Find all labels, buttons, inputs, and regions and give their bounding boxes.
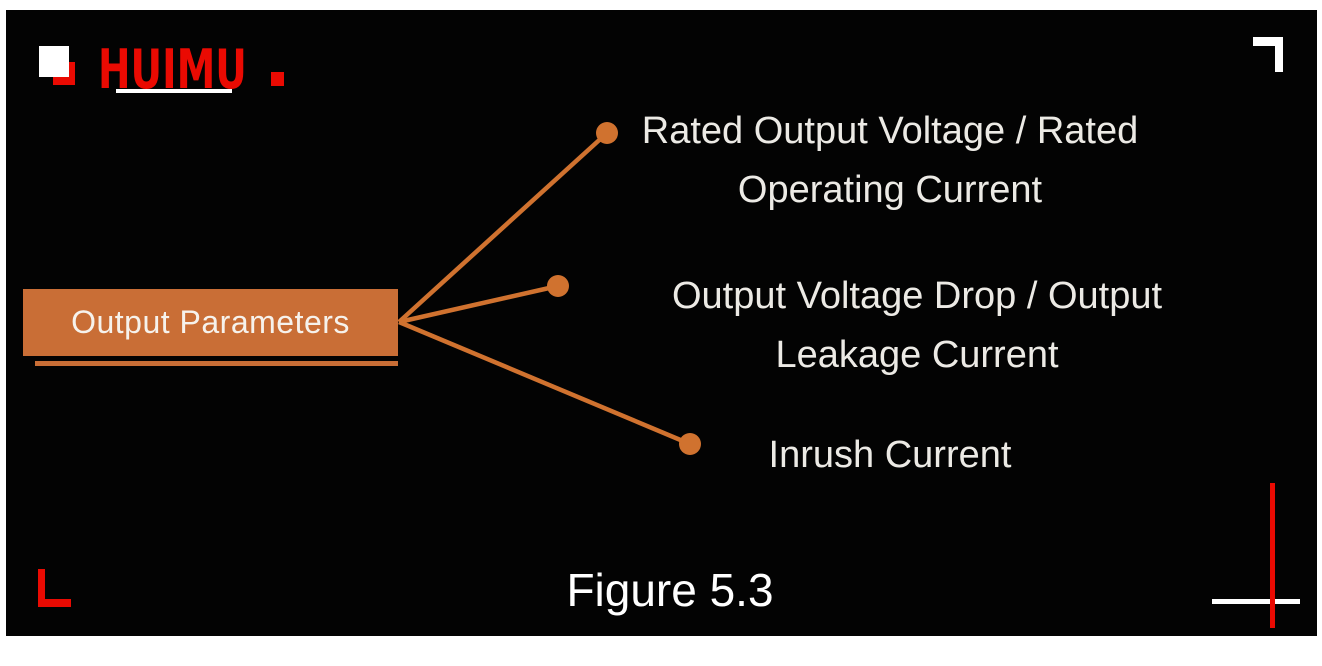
- diagram-canvas: HUIMU Output Parameters Rated Output Vol…: [6, 10, 1317, 636]
- bullet-dot-3: [679, 433, 701, 455]
- bottom-right-white-line: [1212, 599, 1300, 604]
- bottom-right-red-line: [1270, 483, 1275, 628]
- connector-lines: [397, 122, 701, 455]
- branch-1-line-2: Operating Current: [737, 169, 1043, 211]
- connector-line-2: [398, 283, 559, 325]
- logo-period-icon: [271, 72, 284, 86]
- branch-3-line-1: Inrush Current: [768, 434, 1012, 476]
- branch-1-line-1: Rated Output Voltage / Rated: [641, 110, 1139, 152]
- logo-white-square-icon: [39, 46, 69, 77]
- branch-2-line-2: Leakage Current: [775, 334, 1059, 376]
- bullet-dot-1: [596, 122, 618, 144]
- figure-caption: Figure 5.3: [566, 564, 774, 616]
- branch-2-line-1: Output Voltage Drop / Output: [671, 275, 1163, 317]
- branch-label-output-voltage-drop: Output Voltage Drop / Output Leakage Cur…: [597, 267, 1237, 385]
- bottom-left-corner-mark: [38, 599, 71, 607]
- bottom-left-corner-mark-vertical: [38, 569, 45, 607]
- root-node-underline: [35, 361, 398, 366]
- bullet-dot-2: [547, 275, 569, 297]
- top-right-corner-mark-vertical: [1275, 37, 1283, 72]
- root-node-output-parameters: Output Parameters: [23, 289, 398, 356]
- branch-label-rated-output-voltage: Rated Output Voltage / Rated Operating C…: [570, 102, 1210, 220]
- connector-line-3: [398, 319, 691, 447]
- logo-underline: [116, 89, 232, 93]
- top-right-corner-mark: [1253, 37, 1283, 46]
- root-node-label: Output Parameters: [71, 304, 350, 340]
- connector-line-1: [397, 131, 609, 324]
- branch-label-inrush-current: Inrush Current: [570, 426, 1210, 485]
